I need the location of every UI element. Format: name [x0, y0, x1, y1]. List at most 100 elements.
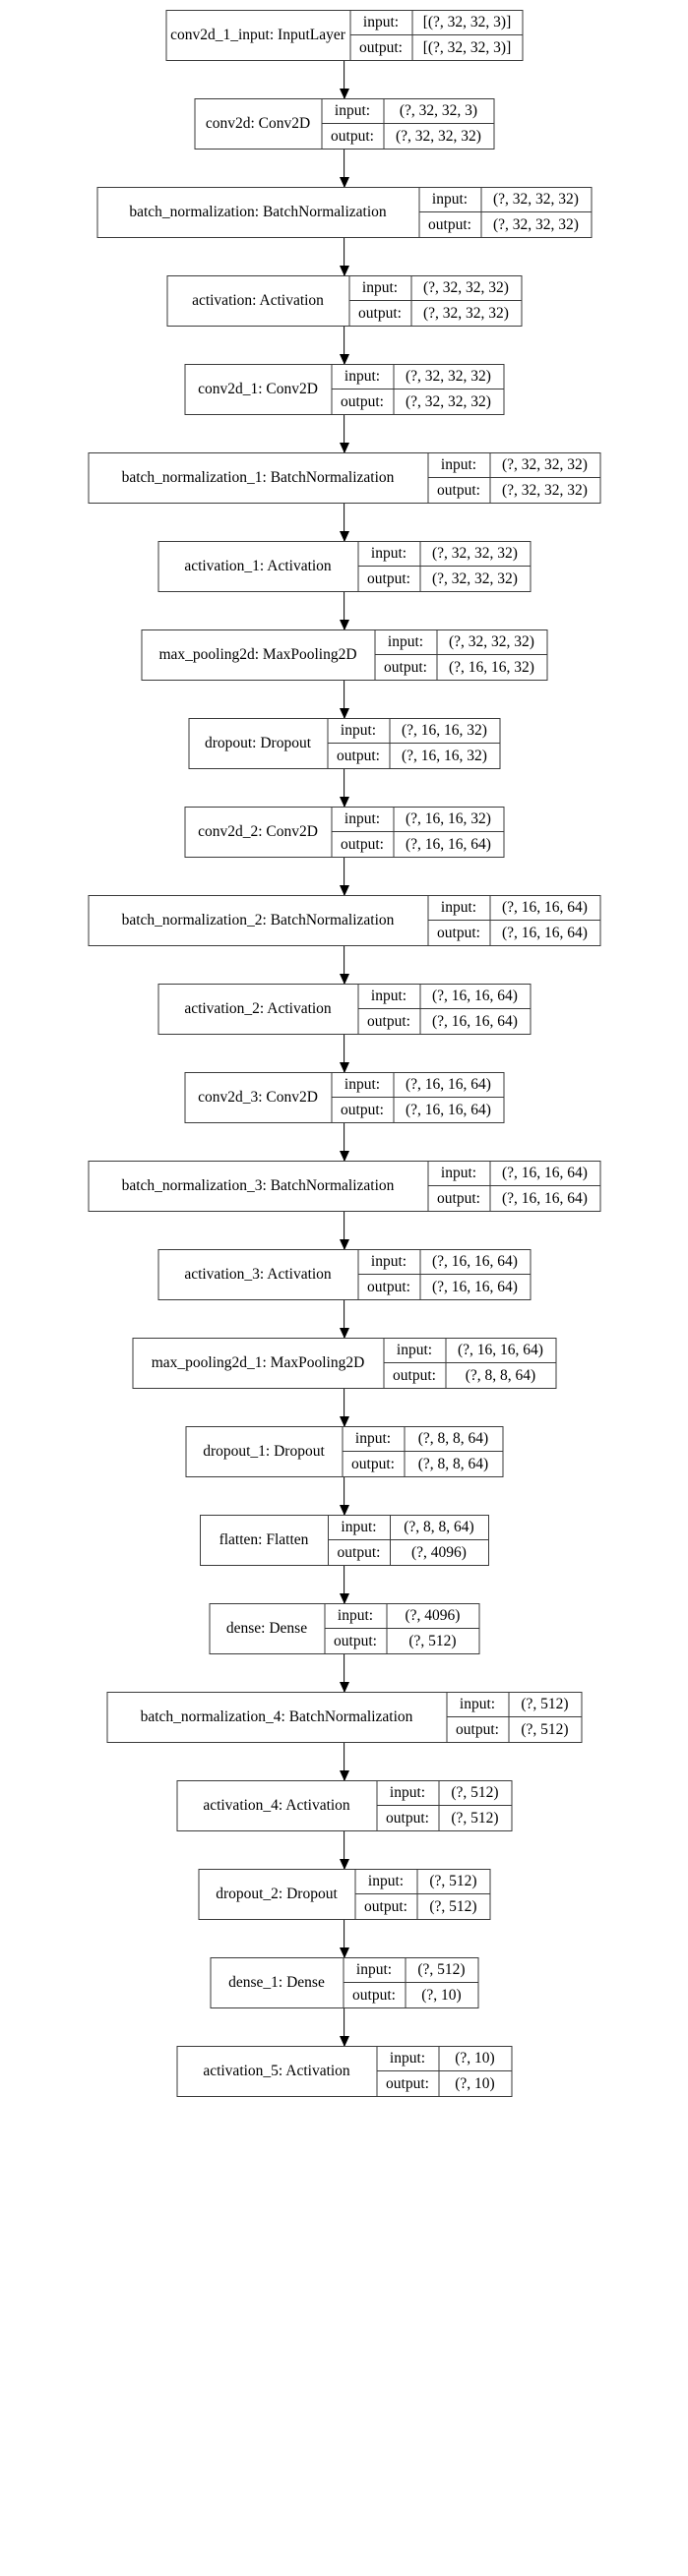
edge-line	[343, 858, 345, 895]
io-row-output-batch_normalization_3: output:(?, 16, 16, 64)	[428, 1186, 599, 1211]
layer-node-batch_normalization_3[interactable]: batch_normalization_3: BatchNormalizatio…	[88, 1161, 600, 1212]
layer-io-table-batch_normalization_2: input:(?, 16, 16, 64)output:(?, 16, 16, …	[427, 896, 599, 945]
layer-name-dropout_2: dropout_2: Dropout	[216, 1886, 338, 1903]
io-shape-output-batch_normalization: (?, 32, 32, 32)	[480, 212, 591, 237]
arrowhead-icon	[339, 1416, 349, 1427]
layer-name-batch_normalization_4: batch_normalization_4: BatchNormalizatio…	[140, 1708, 413, 1726]
edge-conv2d_2-to-batch_normalization_2	[338, 858, 351, 896]
io-shape-output-batch_normalization_1: (?, 32, 32, 32)	[489, 478, 599, 503]
edge-max_pooling2d-to-dropout	[338, 681, 351, 719]
layer-io-table-batch_normalization_4: input:(?, 512)output:(?, 512)	[446, 1693, 581, 1742]
io-shape-output-conv2d_3: (?, 16, 16, 64)	[393, 1098, 503, 1122]
io-label-input: input:	[334, 102, 371, 120]
layer-node-batch_normalization_1[interactable]: batch_normalization_1: BatchNormalizatio…	[88, 452, 600, 504]
io-label-output: output:	[337, 1543, 381, 1561]
layer-name-dense: dense: Dense	[225, 1620, 308, 1638]
edge-dropout_1-to-flatten	[338, 1477, 351, 1516]
io-row-output-conv2d: output:(?, 32, 32, 32)	[322, 124, 493, 149]
io-label-input: input:	[370, 988, 407, 1005]
io-shape-input-conv2d: (?, 32, 32, 3)	[383, 99, 493, 123]
layer-io-table-dropout_1: input:(?, 8, 8, 64)output:(?, 8, 8, 64)	[342, 1427, 502, 1476]
layer-name-activation_3: activation_3: Activation	[184, 1266, 332, 1284]
layer-io-table-activation_2: input:(?, 16, 16, 64)output:(?, 16, 16, …	[357, 985, 530, 1034]
io-shape-output-dropout: (?, 16, 16, 32)	[389, 744, 499, 768]
arrowhead-icon	[339, 885, 349, 896]
arrowhead-icon	[339, 708, 349, 719]
io-row-output-conv2d_1_input: output:[(?, 32, 32, 3)]	[350, 35, 522, 60]
edge-line	[343, 1300, 345, 1338]
edge-line	[343, 1654, 345, 1692]
io-label-output: output:	[341, 1101, 384, 1118]
layer-io-table-flatten: input:(?, 8, 8, 64)output:(?, 4096)	[327, 1516, 488, 1565]
arrowhead-icon	[339, 1593, 349, 1604]
edge-conv2d_1-to-batch_normalization_1	[338, 415, 351, 453]
edge-dense-to-batch_normalization_4	[338, 1654, 351, 1693]
edge-batch_normalization_3-to-activation_3	[338, 1212, 351, 1250]
io-row-input-activation_3: input:(?, 16, 16, 64)	[358, 1250, 530, 1275]
edge-line	[343, 946, 345, 984]
layer-io-table-conv2d_2: input:(?, 16, 16, 32)output:(?, 16, 16, …	[331, 808, 503, 857]
edge-line	[343, 1566, 345, 1603]
io-label-output: output:	[384, 658, 427, 676]
io-label-output: output:	[437, 1189, 480, 1207]
layer-io-table-conv2d: input: (?, 32, 32, 3)output:(?, 32, 32, 3…	[321, 99, 493, 149]
layer-node-activation_3[interactable]: activation_3: Activation input:(?, 16, 16…	[157, 1249, 531, 1300]
io-row-output-conv2d_2: output:(?, 16, 16, 64)	[332, 832, 503, 857]
io-label-output: output:	[428, 215, 471, 233]
io-row-output-dropout_1: output:(?, 8, 8, 64)	[343, 1452, 502, 1476]
edge-batch_normalization_1-to-activation_1	[338, 504, 351, 542]
edge-line	[343, 1831, 345, 1869]
io-shape-input-conv2d_1_input: [(?, 32, 32, 3)]	[411, 11, 522, 34]
io-shape-output-batch_normalization_4: (?, 512)	[508, 1717, 581, 1742]
io-label-input: input:	[355, 1961, 393, 1979]
io-shape-input-activation_2: (?, 16, 16, 64)	[419, 985, 530, 1008]
io-shape-output-activation_2: (?, 16, 16, 64)	[419, 1009, 530, 1034]
io-row-input-conv2d_1_input: input:[(?, 32, 32, 3)]	[350, 11, 522, 35]
edge-batch_normalization-to-activation	[338, 238, 351, 276]
io-shape-output-dropout_2: (?, 512)	[416, 1894, 489, 1919]
edge-activation_3-to-max_pooling2d_1	[338, 1300, 351, 1339]
layer-node-batch_normalization_2[interactable]: batch_normalization_2: BatchNormalizatio…	[88, 895, 600, 946]
io-shape-output-dense: (?, 512)	[386, 1629, 478, 1653]
io-row-input-activation_5: input:(?, 10)	[377, 2047, 511, 2071]
layer-io-table-batch_normalization: input:(?, 32, 32, 32)output:(?, 32, 32, …	[418, 188, 591, 237]
edge-line	[343, 504, 345, 541]
io-shape-output-activation_5: (?, 10)	[438, 2071, 511, 2096]
io-row-input-dropout: input:(?, 16, 16, 32)	[328, 719, 499, 744]
layer-node-batch_normalization_4[interactable]: batch_normalization_4: BatchNormalizatio…	[106, 1692, 582, 1743]
edge-dropout_2-to-dense_1	[338, 1920, 351, 1958]
io-row-input-max_pooling2d: input:(?, 32, 32, 32)	[375, 630, 546, 655]
io-row-input-dense: input:(?, 4096)	[325, 1604, 478, 1629]
io-shape-output-conv2d: (?, 32, 32, 32)	[383, 124, 493, 149]
arrowhead-icon	[339, 177, 349, 188]
arrowhead-icon	[339, 797, 349, 808]
io-label-output: output:	[386, 2074, 429, 2092]
io-label-input: input:	[431, 191, 469, 209]
edge-line	[343, 415, 345, 452]
io-shape-output-dense_1: (?, 10)	[405, 1983, 477, 2007]
layer-io-table-activation_3: input:(?, 16, 16, 64)output:(?, 16, 16, …	[357, 1250, 530, 1299]
io-label-input: input:	[341, 1519, 377, 1536]
io-label-output: output:	[367, 1278, 410, 1295]
io-shape-input-activation_4: (?, 512)	[438, 1781, 511, 1805]
